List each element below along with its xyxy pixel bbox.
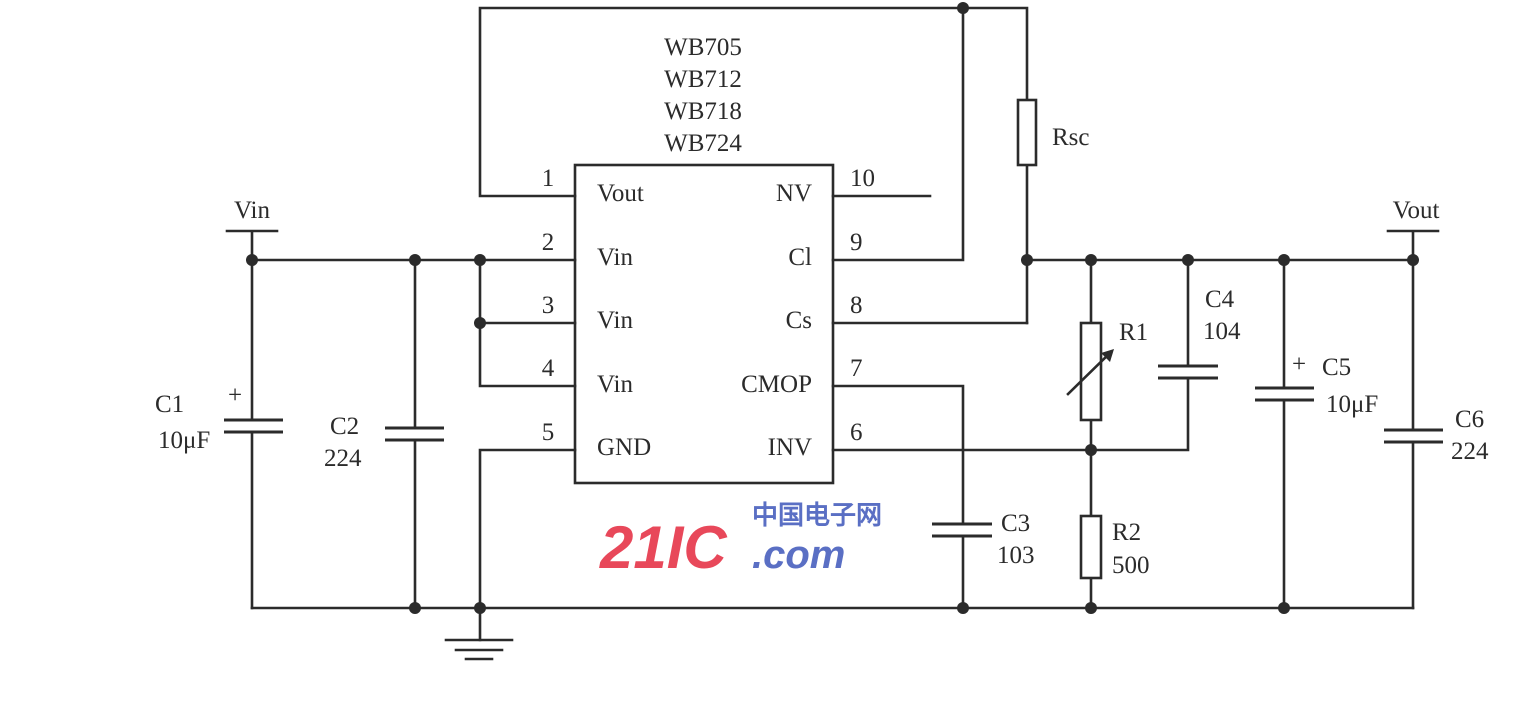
pin-number-4: 4 [542,355,555,382]
capacitor-c3: C3 103 [932,510,1035,569]
junction-dot [1085,602,1097,614]
vout-terminal-label: Vout [1393,197,1440,224]
arrow-head-icon [1101,349,1114,362]
ic-part-number: WB712 [664,66,742,93]
pin-name-3: Vin [597,307,633,334]
wire-pin7-c3 [831,384,965,610]
wires [225,6,1440,642]
pin-number-1: 1 [542,165,555,192]
c2-ref: C2 [330,413,359,440]
wire-pin9 [831,6,965,262]
capacitor-c6: C6 224 [1384,406,1489,465]
pin-name-9: Cl [788,244,812,271]
pin-number-8: 8 [850,292,863,319]
pin-name-5: GND [597,434,651,461]
pin-name-4: Vin [597,371,633,398]
capacitor-c4: C4 104 [1158,286,1241,380]
resistor-r1-variable: R1 [1066,319,1148,422]
ic-regulator: WB705 WB712 WB718 WB724 Vout Vin Vin Vin… [542,34,875,485]
pin-name-10: NV [776,180,812,207]
ic-part-numbers: WB705 WB712 WB718 WB724 [664,34,742,157]
pin-number-5: 5 [542,419,555,446]
resistor-r2: R2 500 [1079,514,1150,580]
junction-dot [246,254,258,266]
junction-dot [474,602,486,614]
junction-dot [1021,254,1033,266]
r2-ref: R2 [1112,519,1141,546]
rsc-label: Rsc [1052,124,1090,151]
wire-pin1-to-rsc [478,6,1029,198]
junction-dot [957,2,969,14]
junction-dot [1278,602,1290,614]
pin-name-7: CMOP [741,371,812,398]
watermark: 21IC .com 中国电子网 [599,501,882,581]
c5-polarity-mark: + [1292,351,1306,378]
junction-dot [957,602,969,614]
capacitor-c2: C2 224 [324,413,444,472]
junction-dot [1085,444,1097,456]
junction-dot [409,254,421,266]
r1-ref: R1 [1119,319,1148,346]
vin-terminal-label: Vin [234,197,270,224]
c6-ref: C6 [1455,406,1484,433]
ground-icon [444,638,514,661]
c5-value: 10μF [1326,391,1378,418]
pin-name-6: INV [768,434,812,461]
c6-value: 224 [1451,438,1489,465]
c2-value: 224 [324,445,362,472]
r1-adjust-arrow [1066,351,1112,396]
pin-number-3: 3 [542,292,555,319]
capacitor-c5: + C5 10μF [1255,351,1378,418]
watermark-cn-text: 中国电子网 [752,501,882,531]
c3-value: 103 [997,542,1035,569]
pin-name-8: Cs [786,307,812,334]
junctions [246,2,1419,614]
pin-number-9: 9 [850,229,863,256]
ic-part-number: WB718 [664,98,742,125]
ic-body [573,163,835,485]
pin-name-2: Vin [597,244,633,271]
pin-number-6: 6 [850,419,863,446]
c3-ref: C3 [1001,510,1030,537]
wire-vin-pins-3-4 [478,258,577,388]
ic-part-number: WB705 [664,34,742,61]
junction-dot [409,602,421,614]
resistor-rsc: Rsc [1016,98,1090,167]
watermark-com-text: .com [752,533,845,577]
ic-part-number: WB724 [664,130,742,157]
junction-dot [474,317,486,329]
pin-number-10: 10 [850,165,875,192]
pin-number-2: 2 [542,229,555,256]
c1-value: 10μF [158,427,210,454]
c4-ref: C4 [1205,286,1235,313]
c1-ref: C1 [155,391,184,418]
capacitor-c1: + C1 10μF [155,382,283,454]
junction-dot [1085,254,1097,266]
junction-dot [1407,254,1419,266]
junction-dot [474,254,486,266]
r2-value: 500 [1112,552,1150,579]
junction-dot [1182,254,1194,266]
pin-name-1: Vout [597,180,644,207]
c1-polarity-mark: + [228,382,242,409]
c5-ref: C5 [1322,354,1351,381]
c4-value: 104 [1203,318,1241,345]
junction-dot [1278,254,1290,266]
watermark-21ic-text: 21IC [599,514,728,581]
pin-number-7: 7 [850,355,863,382]
wire-gnd [478,448,577,642]
wire-pin6-feedback [831,376,1190,452]
